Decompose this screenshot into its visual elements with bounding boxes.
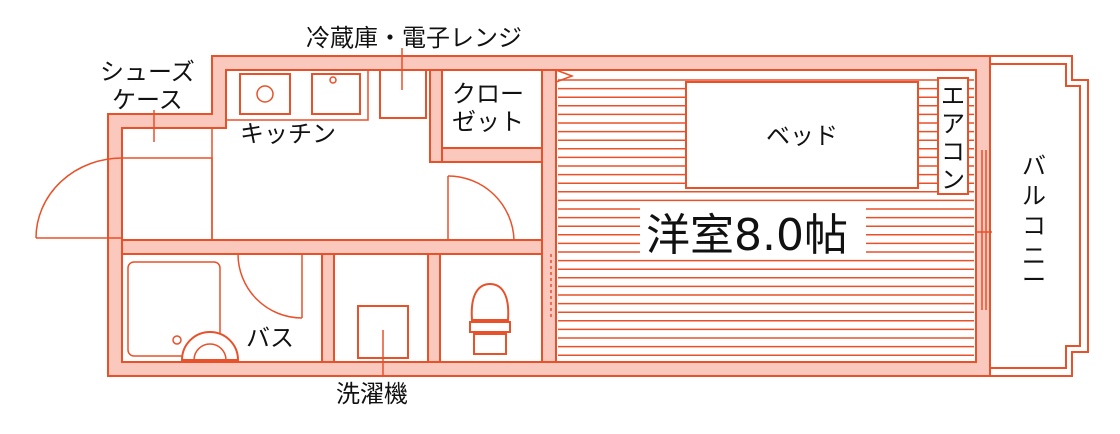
shoe-case-label-line1: シューズ [100, 58, 195, 86]
fridge-microwave-label: 冷蔵庫・電子レンジ [306, 24, 522, 52]
bathtub [127, 261, 240, 361]
kitchen-label: キッチン [240, 120, 336, 148]
balcony [976, 55, 1089, 377]
toilet [469, 282, 511, 355]
balcony-label-char-3: コ [1022, 212, 1046, 240]
closet-label-line2: ゼット [452, 108, 524, 136]
aircon [937, 77, 969, 195]
shoe-case-label-line2: ケース [112, 86, 183, 114]
balcony-label-char-2: ル [1022, 182, 1046, 210]
fridge-microwave-box [379, 48, 427, 119]
bath-door [237, 253, 303, 319]
aircon-label-char-4: ン [941, 166, 965, 194]
closet-label-line1: クロー [452, 80, 524, 108]
closet [441, 68, 575, 149]
room-label: 洋室8.0帖 [646, 210, 848, 261]
balcony-label-char-4: ニ [1022, 242, 1046, 270]
kitchen-counter [225, 69, 369, 121]
shoe-case [121, 110, 213, 241]
bed [685, 81, 919, 189]
aircon-label-char-2: ア [941, 110, 965, 138]
balcony-label-char-1: バ [1022, 152, 1046, 180]
aircon-label-char-1: エ [941, 82, 965, 110]
entrance-door [35, 157, 123, 239]
bed-label: ベッド [766, 122, 838, 150]
bath-label: バス [246, 324, 294, 352]
interior-walls [121, 69, 557, 363]
balcony-label-char-5: ー [1022, 266, 1046, 294]
washer-box [357, 305, 409, 376]
room-label-backdrop [640, 206, 866, 258]
hall-door [447, 175, 515, 241]
aircon-label-char-3: コ [941, 138, 965, 166]
washer-label: 洗濯機 [336, 380, 408, 408]
